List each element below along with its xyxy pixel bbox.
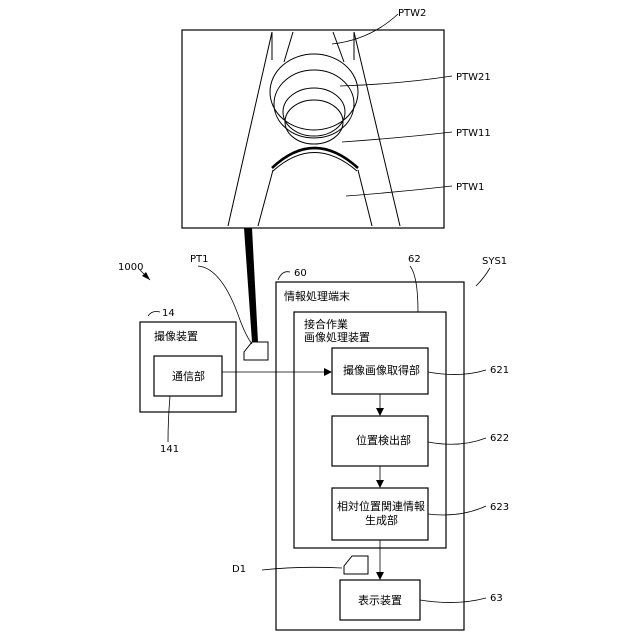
image-pointer — [244, 228, 258, 342]
label-622: 622 — [490, 433, 509, 444]
image-processor-label-2: 画像処理装置 — [304, 331, 370, 344]
info-terminal-label: 情報処理端末 — [284, 289, 350, 303]
label-141: 141 — [160, 444, 179, 455]
label-ptw2: PTW2 — [398, 8, 426, 19]
communication-unit-label: 通信部 — [172, 369, 205, 383]
label-1000: 1000 — [118, 262, 143, 273]
image-processor-label-1: 接合作業 — [304, 317, 348, 331]
display-device-label: 表示装置 — [358, 593, 402, 607]
label-sys1: SYS1 — [482, 256, 507, 267]
label-ptw11: PTW11 — [456, 128, 491, 139]
label-621: 621 — [490, 365, 509, 376]
imaging-device-box: 撮像装置 通信部 — [140, 322, 236, 412]
relative-position-label-1: 相対位置関連情報 — [337, 499, 425, 513]
label-63: 63 — [490, 593, 503, 604]
camera-view-image — [182, 14, 452, 228]
imaging-device-label: 撮像装置 — [154, 329, 198, 343]
image-acquisition-label: 撮像画像取得部 — [343, 363, 420, 377]
label-ptw1: PTW1 — [456, 182, 484, 193]
label-14: 14 — [162, 308, 175, 319]
label-ptw21: PTW21 — [456, 72, 491, 83]
label-60: 60 — [294, 268, 307, 279]
relative-position-label-2: 生成部 — [365, 513, 398, 527]
pt1-document-icon — [244, 342, 268, 360]
position-detection-label: 位置検出部 — [356, 433, 411, 447]
label-d1: D1 — [232, 564, 246, 575]
label-pt1: PT1 — [190, 254, 209, 265]
label-62: 62 — [408, 254, 421, 265]
label-623: 623 — [490, 502, 509, 513]
